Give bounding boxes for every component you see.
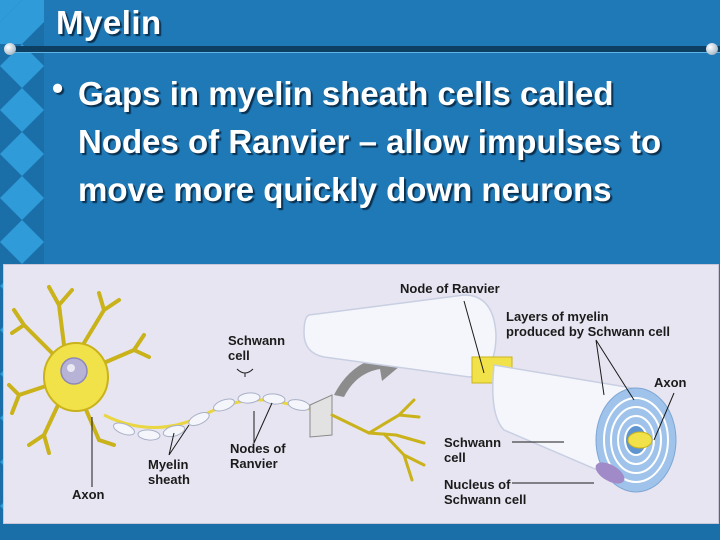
label-layers-of-myelin: Layers of myelin produced by Schwann cel…	[506, 309, 670, 339]
label-schwann-cell-top: Schwann cell	[228, 333, 286, 363]
neuron-illustration	[7, 285, 677, 493]
neuron-nucleus	[60, 357, 88, 385]
bullet-icon: •	[52, 70, 64, 106]
bottom-band	[0, 524, 720, 540]
bullet-text: Gaps in myelin sheath cells called Nodes…	[78, 75, 662, 208]
neuron-cell-body	[7, 285, 151, 455]
label-myelin-sheath: Myelin sheath	[148, 457, 190, 487]
label-schwann-cell-bottom: Schwann cell	[444, 435, 502, 465]
slide-title: Myelin	[56, 4, 162, 41]
divider-left-knob	[4, 43, 16, 55]
magnified-myelin	[303, 294, 677, 493]
myelin-diagram: Node of Ranvier Layers of myelin produce…	[3, 264, 719, 524]
label-nucleus-of-schwann-cell: Nucleus of Schwann cell	[444, 477, 527, 507]
divider-right-knob	[706, 43, 718, 55]
label-node-of-ranvier: Node of Ranvier	[400, 281, 500, 296]
label-axon-left: Axon	[72, 487, 105, 502]
label-nodes-of-ranvier: Nodes of Ranvier	[230, 441, 286, 471]
label-axon-right: Axon	[654, 375, 687, 390]
title-divider	[10, 46, 720, 53]
